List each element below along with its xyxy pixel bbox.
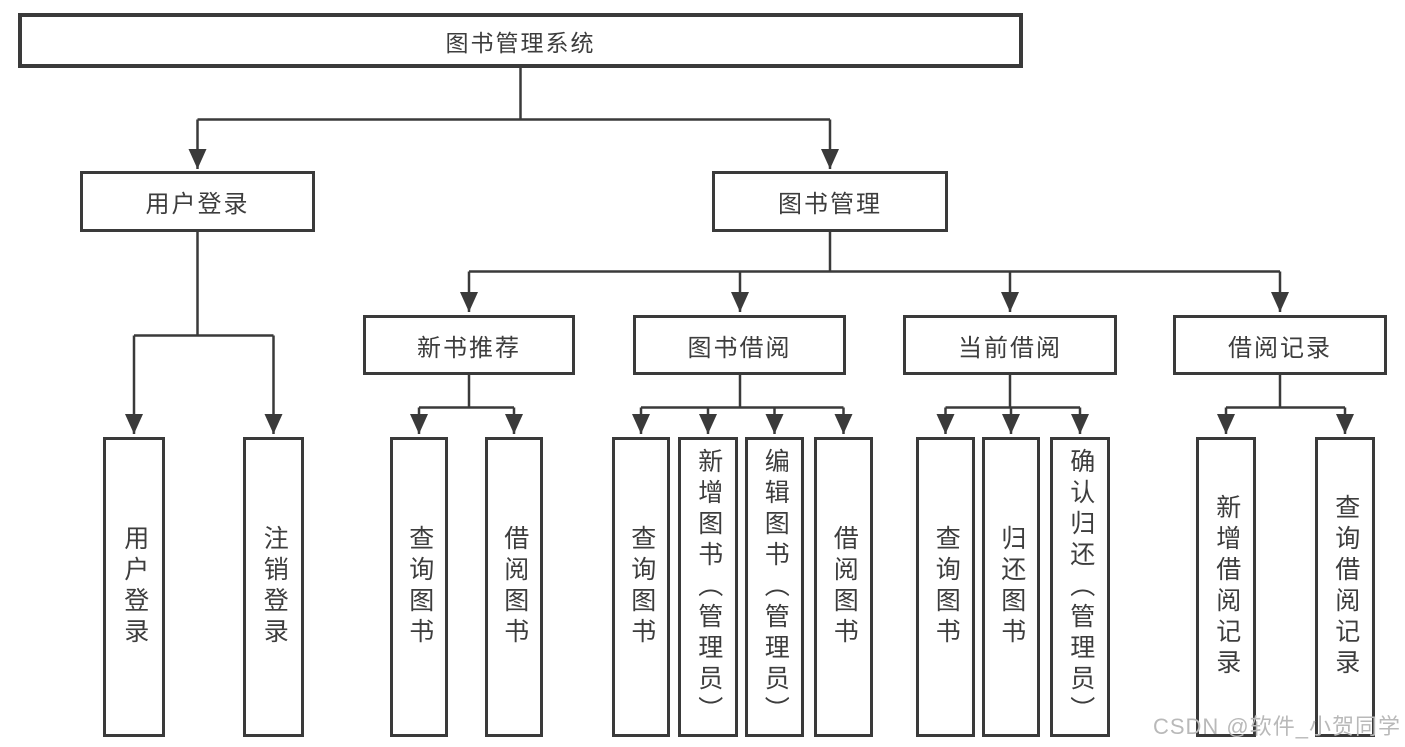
node-logout-action: 注销登录	[243, 437, 304, 737]
node-query-borrow-record: 查询借阅记录	[1315, 437, 1375, 737]
node-borrow-records: 借阅记录	[1173, 315, 1387, 375]
node-label: 注销登录	[260, 525, 289, 649]
node-label: 查询图书	[405, 525, 434, 649]
node-label: 确认归还（管理员）	[1066, 447, 1095, 727]
node-query-books-current: 查询图书	[916, 437, 975, 737]
node-user-login: 用户登录	[80, 171, 315, 232]
node-current-borrow: 当前借阅	[903, 315, 1117, 375]
node-book-borrow: 图书借阅	[633, 315, 846, 375]
node-new-book-recommend: 新书推荐	[363, 315, 575, 375]
node-label: 新增图书（管理员）	[694, 447, 723, 727]
node-query-books-recommend: 查询图书	[390, 437, 448, 737]
node-borrow-books-recommend: 借阅图书	[485, 437, 543, 737]
node-label: 查询借阅记录	[1331, 494, 1360, 680]
node-edit-books-admin: 编辑图书（管理员）	[745, 437, 804, 737]
node-label: 归还图书	[997, 525, 1026, 649]
node-system: 图书管理系统	[18, 13, 1023, 68]
node-label: 新增借阅记录	[1212, 494, 1241, 680]
node-label: 借阅图书	[830, 525, 859, 649]
node-label: 用户登录	[120, 525, 149, 649]
node-user-login-action: 用户登录	[103, 437, 165, 737]
node-query-books-borrow: 查询图书	[612, 437, 670, 737]
node-label: 查询图书	[932, 525, 961, 649]
connectors	[125, 68, 1354, 434]
node-book-management: 图书管理	[712, 171, 948, 232]
node-confirm-return-admin: 确认归还（管理员）	[1050, 437, 1110, 737]
node-add-borrow-record: 新增借阅记录	[1196, 437, 1256, 737]
node-label: 编辑图书（管理员）	[761, 447, 790, 727]
csdn-watermark: CSDN @软件_小贺同学	[1152, 714, 1401, 739]
node-borrow-books-action: 借阅图书	[814, 437, 873, 737]
node-label: 借阅图书	[500, 525, 529, 649]
node-add-books-admin: 新增图书（管理员）	[678, 437, 738, 737]
node-label: 查询图书	[627, 525, 656, 649]
node-return-books: 归还图书	[982, 437, 1040, 737]
